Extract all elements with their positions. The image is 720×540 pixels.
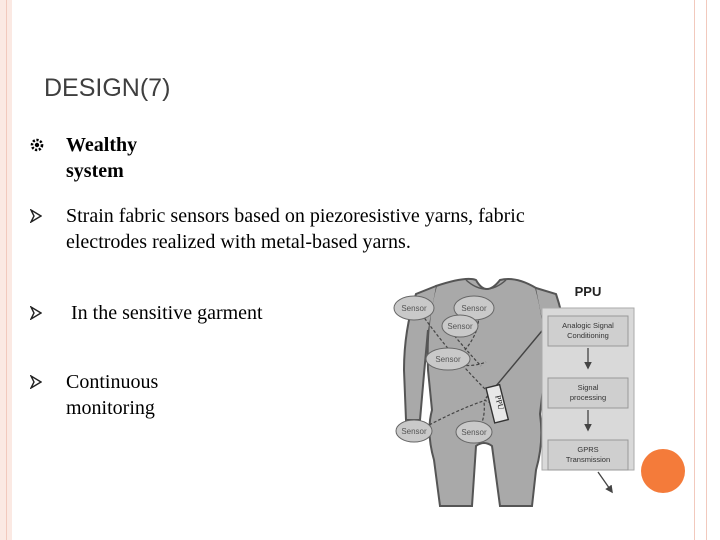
slide-title: DESIGN(7)	[44, 74, 171, 102]
right-decor-line-2	[706, 0, 707, 540]
ppu-box-label: GPRS	[577, 445, 598, 454]
right-decor-line-1	[694, 0, 695, 540]
ppu-box-label: Transmission	[566, 455, 610, 464]
bullet-text-line-1: Strain fabric sensors based on piezoresi…	[66, 205, 525, 227]
bullet-text: Wealthy system	[66, 134, 138, 182]
sensor-label: Sensor	[461, 304, 487, 313]
ppu-title: PPU	[575, 284, 602, 299]
bullet-text: In the sensitive garment	[66, 302, 263, 324]
ppu-box-label: Analogic Signal	[562, 321, 614, 330]
sensor-label: Sensor	[461, 428, 487, 437]
ppu-pocket: PPU	[485, 383, 510, 424]
ppu-box-label: Signal	[578, 383, 599, 392]
ppu-box-conditioning	[547, 315, 629, 347]
sensor-label: Sensor	[401, 304, 427, 313]
sensor-label: Sensor	[447, 322, 473, 331]
gear-bullet-icon	[30, 132, 54, 159]
left-decor-line	[6, 0, 7, 540]
ppu-tag-label: PPU	[493, 394, 505, 411]
bullet-text: Continuous monitoring	[66, 371, 159, 419]
arrow-bullet-icon	[29, 203, 54, 230]
arrow-bullet-icon	[29, 369, 54, 396]
bullet-text-line-2: electrodes realized with metal-based yar…	[66, 231, 411, 253]
ppu-box-label: processing	[570, 393, 606, 402]
ppu-box-processing	[547, 377, 629, 409]
sensor-pads	[393, 295, 495, 444]
ppu-box-label: Conditioning	[567, 331, 609, 340]
ppu-box-transmission	[547, 439, 629, 471]
arrow-bullet-icon	[29, 300, 54, 327]
sensor-label: Sensor	[435, 355, 461, 364]
garment-diagram: Sensor Sensor Sensor Sensor Sensor Senso…	[376, 270, 648, 516]
sensor-label: Sensor	[401, 427, 427, 436]
decorative-orange-circle	[641, 449, 685, 493]
